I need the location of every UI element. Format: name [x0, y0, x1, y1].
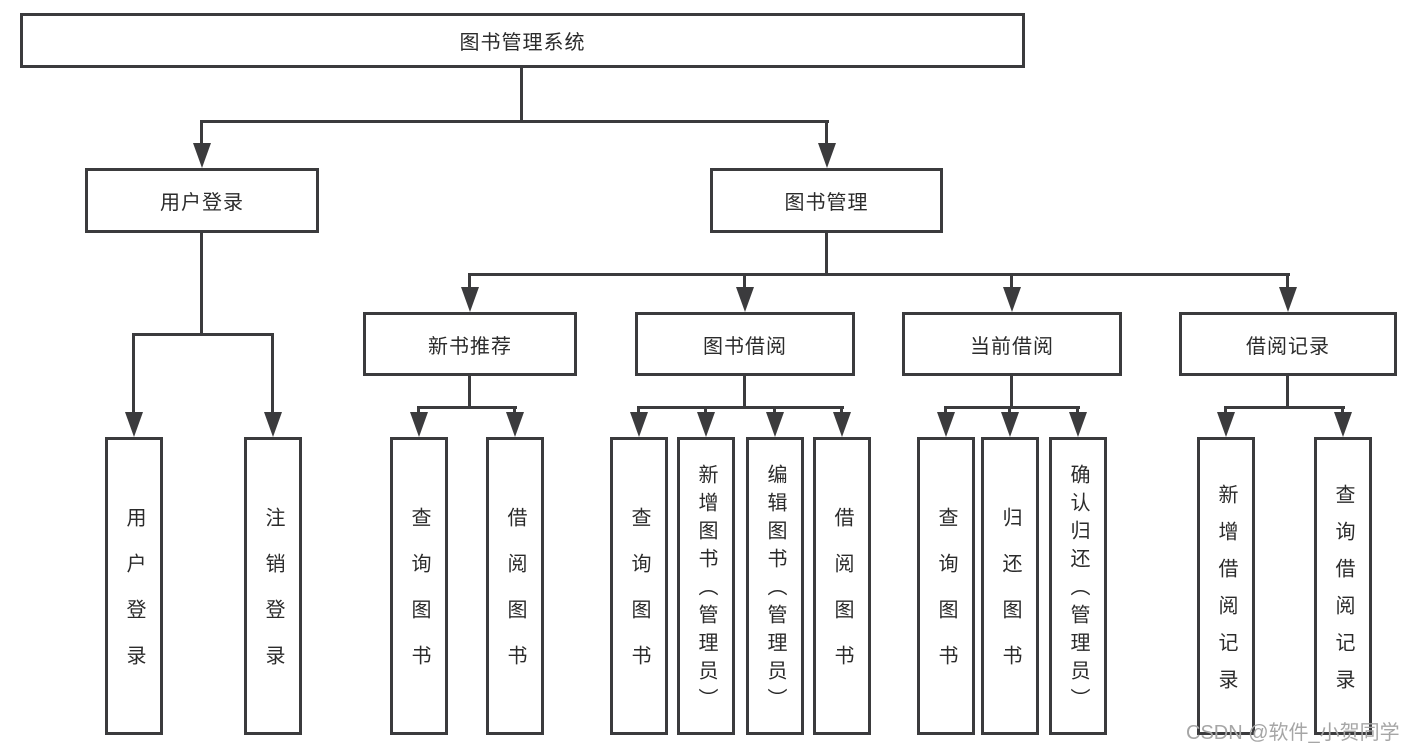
- arrow-down-icon: [697, 412, 715, 437]
- leaf-label: 新增借阅记录: [1215, 483, 1237, 706]
- connector-drop-leaf: [1008, 406, 1011, 416]
- connector-drop-mid: [1010, 273, 1013, 293]
- connector-stem: [1286, 376, 1289, 407]
- arrow-down-icon: [833, 412, 851, 437]
- leaf-query-books-current: 查询图书: [917, 437, 975, 735]
- connector-drop-leaf: [840, 406, 843, 416]
- watermark: CSDN @软件_小贺同学: [1186, 722, 1400, 744]
- connector-leaf-branch: [944, 406, 1080, 409]
- node-new-book-recommend: 新书推荐: [363, 312, 577, 376]
- leaf-add-books-admin: 新增图书（管理员）: [677, 437, 735, 735]
- connector-book-management-stem: [825, 233, 828, 275]
- leaf-label: 新增图书（管理员）: [695, 464, 717, 716]
- arrow-down-icon: [1279, 287, 1297, 312]
- leaf-logout: 注销登录: [244, 437, 302, 735]
- leaf-user-login: 用户登录: [105, 437, 163, 735]
- leaf-label: 用户登录: [123, 507, 145, 691]
- connector-drop-leaf: [944, 406, 947, 416]
- connector-leaf-branch: [1224, 406, 1345, 409]
- connector-user-login-branch: [132, 333, 274, 336]
- arrow-down-icon: [630, 412, 648, 437]
- leaf-label: 查询图书: [935, 507, 957, 691]
- node-book-borrow-label: 图书借阅: [703, 335, 787, 358]
- arrow-down-icon: [1001, 412, 1019, 437]
- arrow-down-icon: [937, 412, 955, 437]
- arrow-down-icon: [193, 143, 211, 168]
- connector-drop-leaf: [132, 333, 135, 415]
- leaf-label: 借阅图书: [504, 507, 526, 691]
- leaf-query-books-borrow: 查询图书: [610, 437, 668, 735]
- connector-drop-user-login: [200, 120, 203, 148]
- arrow-down-icon: [766, 412, 784, 437]
- leaf-add-borrow-record: 新增借阅记录: [1197, 437, 1255, 735]
- connector-user-login-stem: [200, 233, 203, 333]
- connector-drop-leaf: [513, 406, 516, 416]
- node-borrow-records: 借阅记录: [1179, 312, 1397, 376]
- arrow-down-icon: [461, 287, 479, 312]
- connector-drop-leaf: [773, 406, 776, 416]
- leaf-label: 借阅图书: [831, 507, 853, 691]
- leaf-edit-books-admin: 编辑图书（管理员）: [746, 437, 804, 735]
- node-borrow-records-label: 借阅记录: [1246, 335, 1330, 358]
- connector-drop-leaf: [417, 406, 420, 416]
- leaf-label: 编辑图书（管理员）: [764, 464, 786, 716]
- connector-drop-leaf: [1224, 406, 1227, 416]
- arrow-down-icon: [1217, 412, 1235, 437]
- node-new-book-recommend-label: 新书推荐: [428, 335, 512, 358]
- leaf-label: 归还图书: [999, 507, 1021, 691]
- arrow-down-icon: [1003, 287, 1021, 312]
- connector-leaf-branch: [637, 406, 844, 409]
- leaf-label: 查询图书: [408, 507, 430, 691]
- connector-drop-book-management: [825, 120, 828, 148]
- node-book-management: 图书管理: [710, 168, 943, 233]
- connector-level1-branch: [200, 120, 829, 123]
- connector-stem: [1010, 376, 1013, 407]
- connector-drop-mid: [743, 273, 746, 293]
- connector-drop-leaf: [271, 333, 274, 415]
- connector-drop-mid: [468, 273, 471, 293]
- connector-drop-leaf: [637, 406, 640, 416]
- leaf-label: 注销登录: [262, 507, 284, 691]
- leaf-label: 确认归还（管理员）: [1067, 464, 1089, 716]
- arrow-down-icon: [506, 412, 524, 437]
- connector-drop-leaf: [1341, 406, 1344, 416]
- arrow-down-icon: [125, 412, 143, 437]
- connector-drop-leaf: [1076, 406, 1079, 416]
- node-current-borrow-label: 当前借阅: [970, 335, 1054, 358]
- arrow-down-icon: [736, 287, 754, 312]
- arrow-down-icon: [818, 143, 836, 168]
- connector-root-trunk: [520, 68, 523, 122]
- leaf-label: 查询借阅记录: [1332, 483, 1354, 706]
- node-book-management-label: 图书管理: [784, 192, 869, 214]
- connector-leaf-branch: [417, 406, 517, 409]
- leaf-confirm-return-admin: 确认归还（管理员）: [1049, 437, 1107, 735]
- connector-drop-mid: [1286, 273, 1289, 293]
- connector-drop-leaf: [704, 406, 707, 416]
- leaf-label: 查询图书: [628, 507, 650, 691]
- node-user-login-label: 用户登录: [160, 192, 244, 214]
- node-root-label: 图书管理系统: [459, 32, 586, 54]
- leaf-borrow-books-recommend: 借阅图书: [486, 437, 544, 735]
- node-current-borrow: 当前借阅: [902, 312, 1122, 376]
- connector-stem: [743, 376, 746, 407]
- node-root: 图书管理系统: [20, 13, 1025, 68]
- connector-level3-branch: [468, 273, 1290, 276]
- leaf-return-books: 归还图书: [981, 437, 1039, 735]
- connector-stem: [468, 376, 471, 407]
- arrow-down-icon: [1334, 412, 1352, 437]
- arrow-down-icon: [410, 412, 428, 437]
- arrow-down-icon: [264, 412, 282, 437]
- leaf-query-borrow-record: 查询借阅记录: [1314, 437, 1372, 735]
- leaf-borrow-books: 借阅图书: [813, 437, 871, 735]
- node-book-borrow: 图书借阅: [635, 312, 855, 376]
- node-user-login: 用户登录: [85, 168, 319, 233]
- arrow-down-icon: [1069, 412, 1087, 437]
- leaf-query-books-recommend: 查询图书: [390, 437, 448, 735]
